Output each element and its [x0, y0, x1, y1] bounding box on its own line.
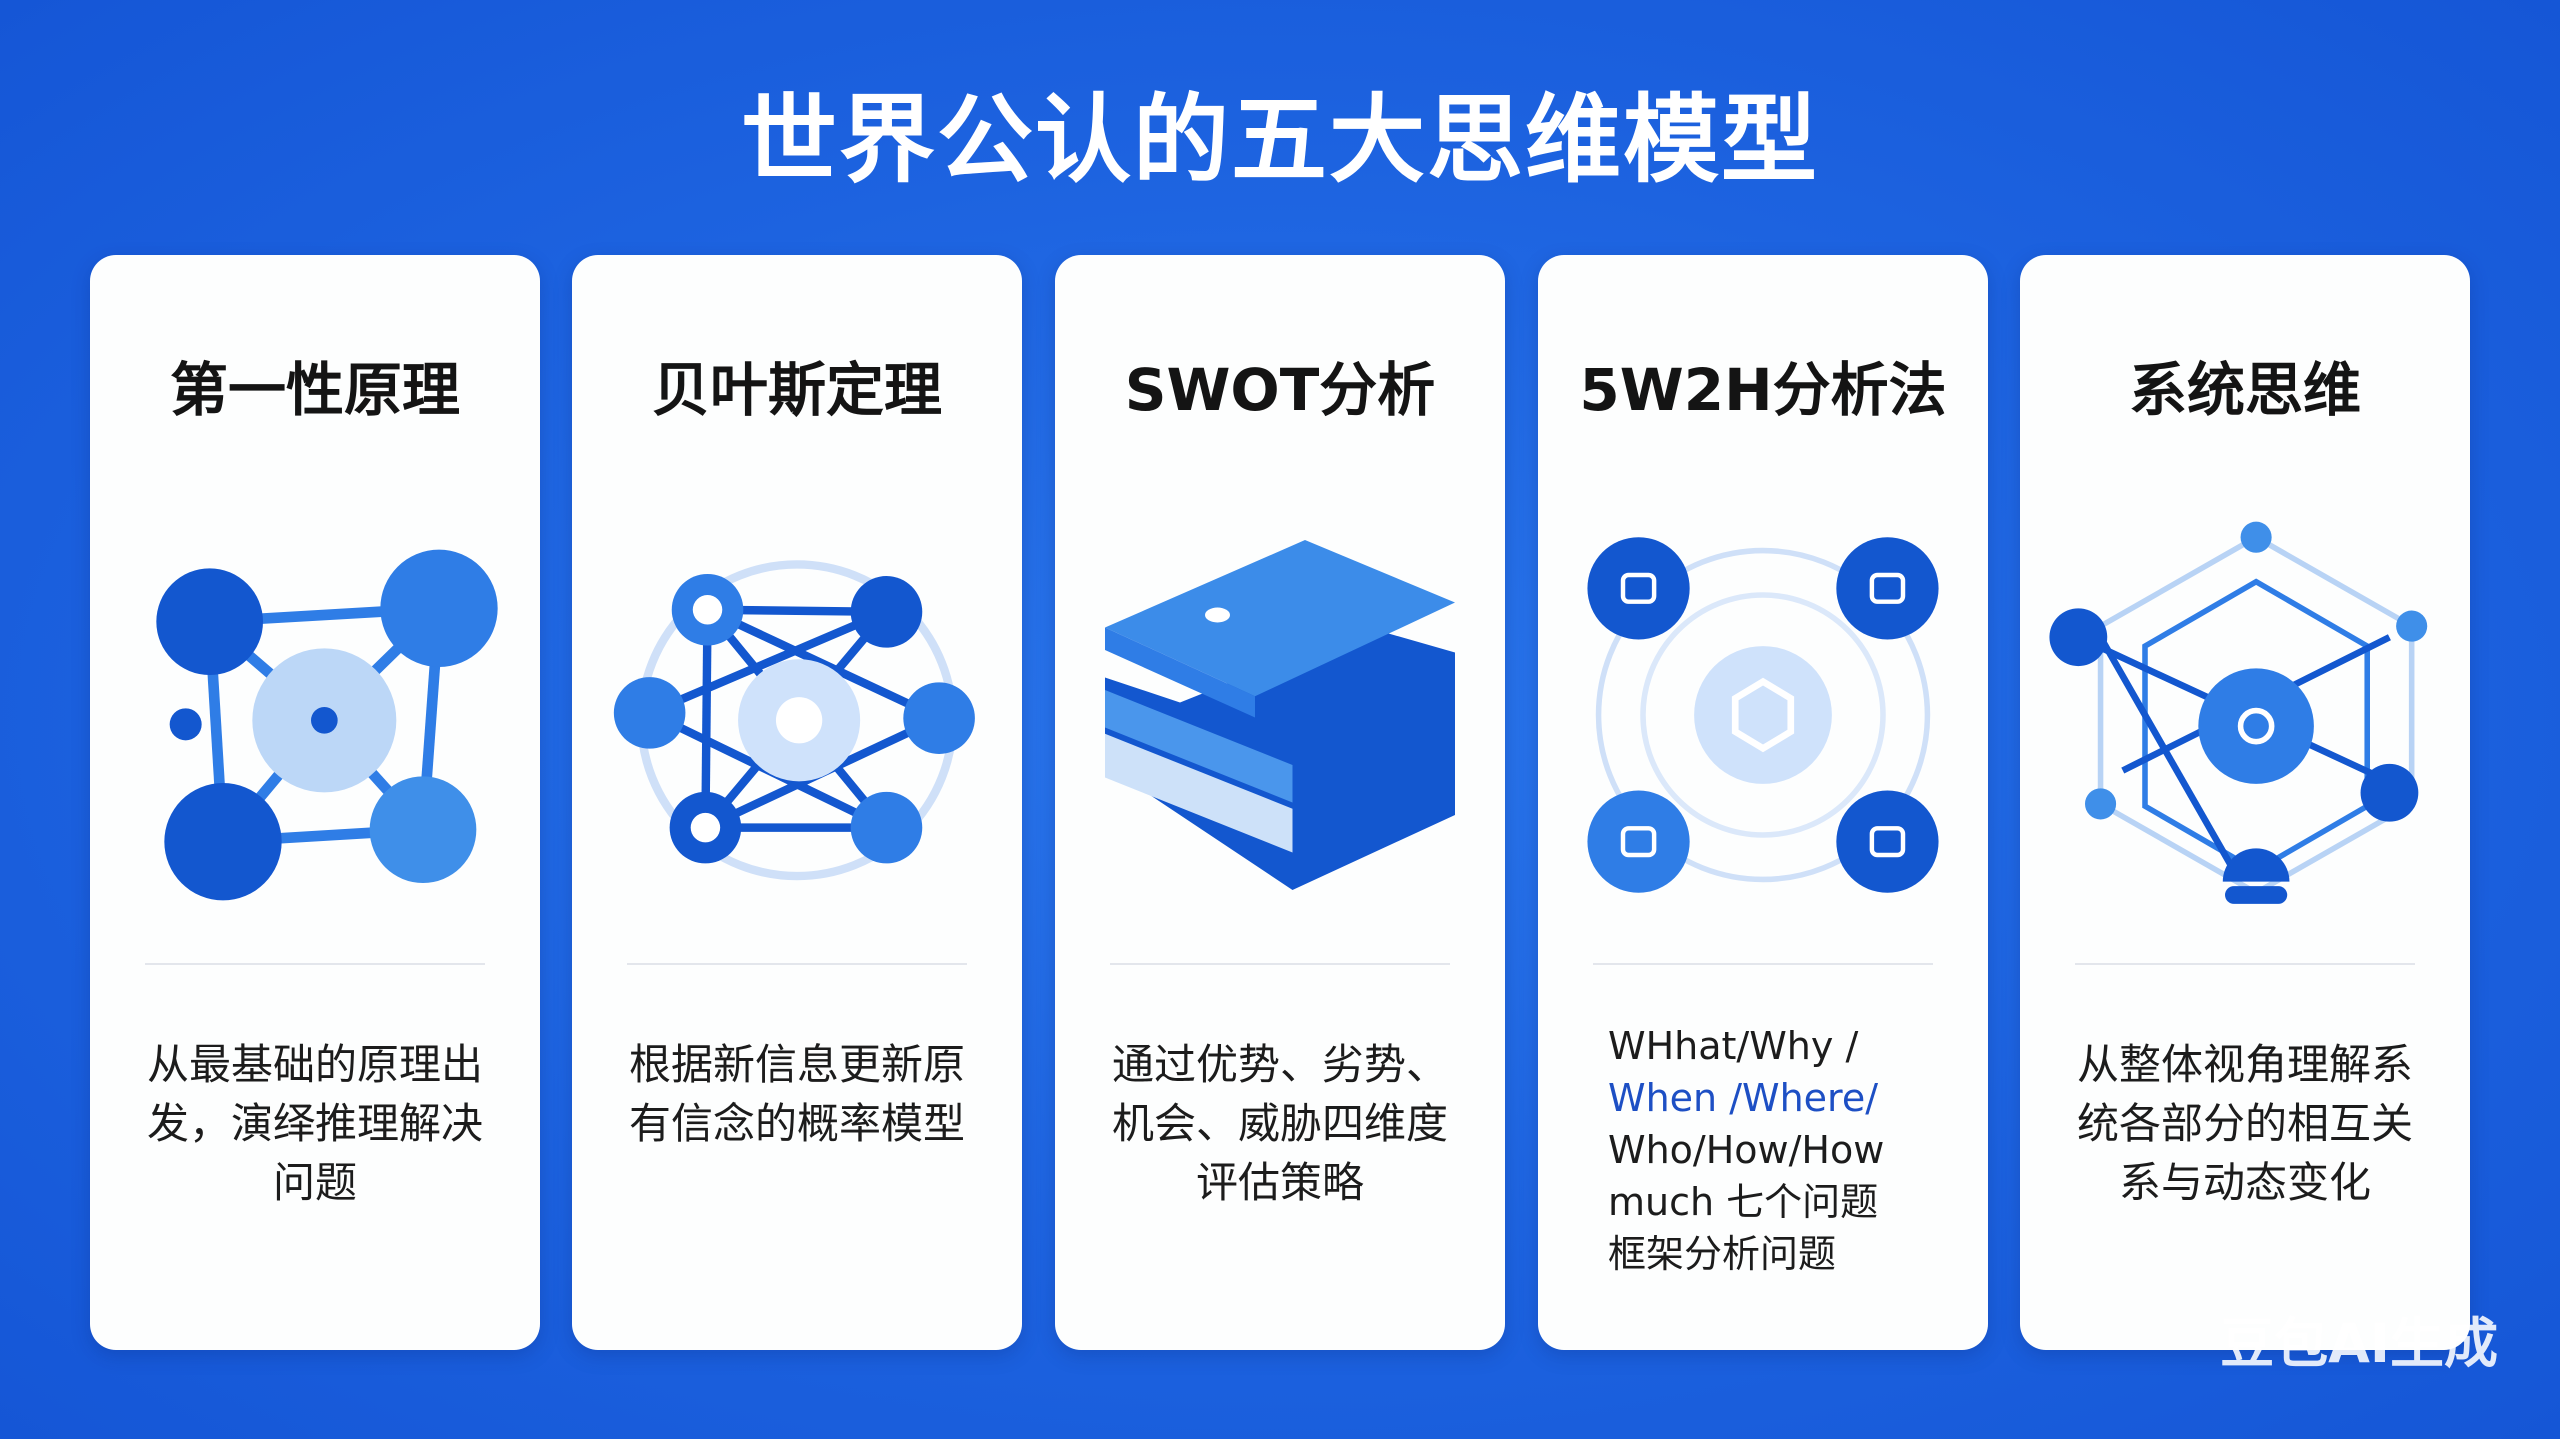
orbit-node	[1587, 537, 1690, 640]
node-hole	[692, 595, 723, 625]
card-title: 5W2H分析法	[1579, 356, 1947, 424]
card-first-principles: 第一性原理 从最基础的原理出发，演绎推理解决问题	[90, 255, 540, 1350]
star-network-icon	[613, 560, 975, 881]
card-title: 贝叶斯定理	[651, 356, 942, 424]
edge-line	[2097, 635, 2237, 873]
card-divider	[2075, 963, 2415, 965]
block-layer	[1105, 733, 1293, 853]
orbit-node	[1836, 790, 1939, 893]
node-symbol-icon	[1620, 572, 1657, 604]
node	[2396, 610, 2428, 642]
card-title: SWOT分析	[1124, 356, 1436, 424]
card-description: 根据新信息更新原有信念的概率模型	[628, 1040, 965, 1148]
card-divider	[1593, 963, 1933, 965]
orbit-node	[1587, 790, 1690, 893]
node	[850, 791, 923, 864]
watermark: 豆包AI生成	[2220, 1312, 2498, 1375]
page-title: 世界公认的五大思维模型	[741, 84, 1819, 196]
node	[850, 576, 923, 648]
node	[2360, 763, 2419, 822]
card-description: 通过优势、劣势、机会、威胁四维度评估策略	[1111, 1040, 1448, 1207]
block-layer	[1105, 690, 1293, 803]
node	[369, 776, 477, 883]
block-top-edge	[1105, 627, 1255, 718]
description-line: much 七个问题	[1608, 1180, 1879, 1224]
node	[156, 568, 263, 675]
node	[903, 682, 975, 754]
node	[2049, 608, 2108, 667]
node-symbol-icon	[1620, 826, 1657, 858]
node	[164, 783, 282, 901]
center-ring	[2237, 707, 2275, 745]
network-graph-icon	[156, 549, 498, 901]
card-swot-analysis: SWOT分析 通过优势、劣势、机会、威胁四维度评估策略	[1055, 255, 1505, 1350]
card-description: 从整体视角理解系统各部分的相互关系与动态变化	[2076, 1040, 2413, 1207]
center-node	[2198, 668, 2314, 784]
node-symbol-icon	[1869, 572, 1906, 604]
center-dot	[775, 697, 823, 744]
block-top	[1105, 540, 1455, 697]
description-line-highlight: When /Where/	[1608, 1076, 1879, 1120]
block-dot	[1205, 607, 1230, 623]
card-bayes-theorem: 贝叶斯定理 根据新信息更新原有信念的概率模型	[572, 255, 1022, 1350]
orbit-node	[1836, 537, 1939, 640]
lightbulb-base	[2225, 886, 2288, 904]
card-divider	[627, 963, 967, 965]
card-description: WHhat/Why / When /Where/ Who/How/How muc…	[1608, 1020, 1938, 1280]
hexagon-icon	[1731, 677, 1795, 753]
stacked-blocks-icon	[1105, 540, 1455, 890]
card-divider	[145, 963, 485, 965]
card-title: 系统思维	[2128, 356, 2361, 424]
center-node	[1694, 646, 1832, 784]
small-node	[169, 708, 202, 741]
orbit-hexagon-icon	[1587, 537, 1939, 893]
card-description: 从最基础的原理出发，演绎推理解决问题	[146, 1040, 483, 1207]
node	[2085, 788, 2117, 820]
lightbulb-icon	[2222, 848, 2290, 882]
description-line: WHhat/Why /	[1608, 1024, 1859, 1068]
card-5w2h-analysis: 5W2H分析法 WHhat/Why / When /Where/ Who/How…	[1538, 255, 1988, 1350]
node	[380, 549, 498, 667]
card-title: 第一性原理	[169, 356, 460, 424]
node	[2240, 521, 2272, 553]
card-systems-thinking: 系统思维 从整体视角理解系统各部分的相互关系与动态变化	[2020, 255, 2470, 1350]
node-symbol-icon	[1869, 826, 1906, 858]
description-line: 框架分析问题	[1608, 1232, 1837, 1276]
edge-line	[647, 607, 889, 717]
outer-orbit	[1595, 547, 1931, 883]
card-divider	[1110, 963, 1450, 965]
edge-line	[705, 605, 941, 722]
edge-line	[701, 609, 712, 828]
block-base	[1105, 627, 1455, 890]
node-hole	[690, 812, 721, 843]
center-dot	[311, 707, 338, 734]
hexagon-lightbulb-icon	[2049, 521, 2428, 904]
node	[613, 677, 686, 749]
inner-orbit	[1640, 592, 1886, 838]
description-line: Who/How/How	[1608, 1128, 1885, 1172]
